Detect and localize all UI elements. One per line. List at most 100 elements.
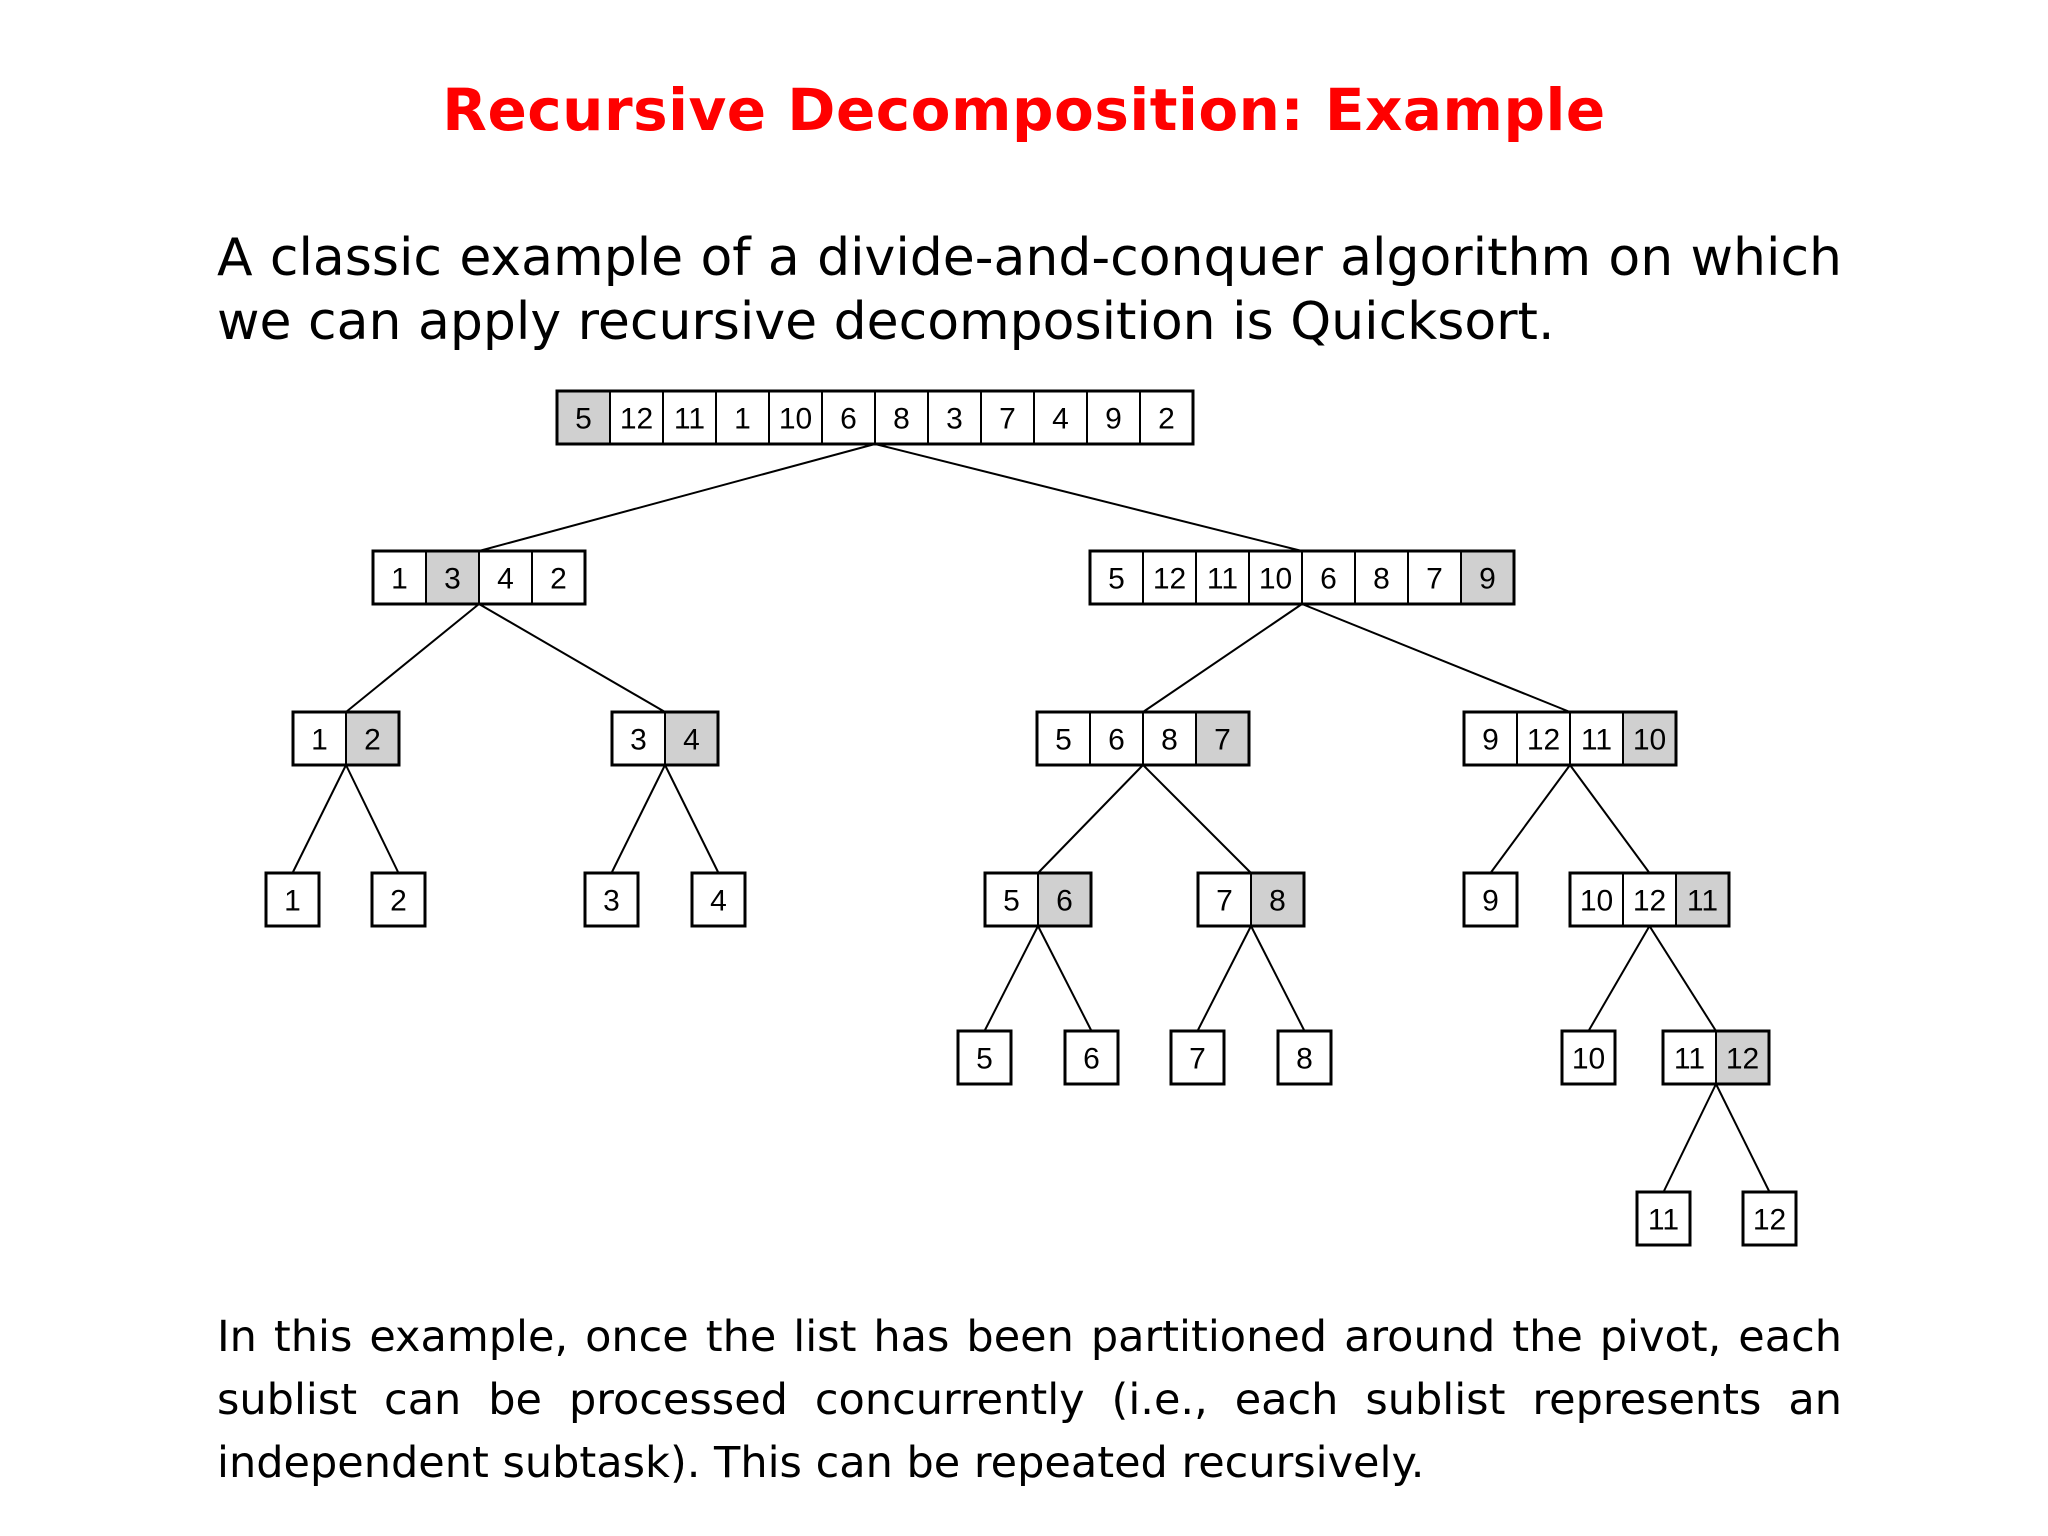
node-outline — [371, 549, 587, 606]
cell-value: 10 — [1633, 724, 1666, 757]
tree-node-RRR: 10 12 11 — [1568, 871, 1731, 928]
node-outline — [983, 871, 1093, 928]
node-outline — [690, 871, 747, 928]
tree-node-LR2: 4 — [690, 871, 747, 928]
array-cell — [1463, 872, 1518, 927]
cell-value: 10 — [1572, 1043, 1605, 1076]
node-outline — [1462, 871, 1519, 928]
outro-paragraph: In this example, once the list has been … — [217, 1312, 1842, 1488]
tree-edge-RLL-RLL1 — [983, 925, 1039, 1032]
cell-value: 2 — [390, 885, 407, 918]
array-cell — [1033, 390, 1088, 445]
tree-edges — [291, 443, 1771, 1193]
cell-value: 4 — [683, 724, 700, 757]
tree-edge-RLR-RLR2 — [1250, 925, 1306, 1032]
cell-value: 1 — [311, 724, 328, 757]
cell-value: 11 — [1581, 724, 1612, 757]
cell-value: 2 — [364, 724, 381, 757]
cell-value: 8 — [1161, 724, 1178, 757]
tree-node-RLR2: 8 — [1276, 1029, 1333, 1086]
cell-value: 6 — [1320, 563, 1337, 596]
array-cell — [821, 390, 876, 445]
node-outline — [264, 871, 321, 928]
cell-value: 12 — [620, 403, 653, 436]
array-cell — [1516, 711, 1571, 766]
tree-edge-LL-LL1 — [291, 764, 347, 874]
cell-value: 6 — [1108, 724, 1125, 757]
array-cell — [1354, 550, 1409, 605]
node-outline — [1035, 710, 1251, 767]
cell-value: 11 — [1674, 1043, 1705, 1076]
cell-value: 11 — [1687, 885, 1718, 918]
cell-value: 1 — [734, 403, 751, 436]
cell-value: 10 — [779, 403, 812, 436]
cell-value: 12 — [1153, 563, 1186, 596]
slide-title: Recursive Decomposition: Example — [442, 76, 1606, 144]
tree-node-RLR1: 7 — [1169, 1029, 1226, 1086]
node-outline — [1462, 710, 1678, 767]
tree-edge-RRR-RRR1 — [1587, 925, 1651, 1032]
tree-node-LL1: 1 — [264, 871, 321, 928]
cell-value: 3 — [444, 563, 461, 596]
cell-value: 5 — [575, 403, 592, 436]
tree-edge-RRR2-RRR21 — [1662, 1083, 1717, 1193]
cell-value: 7 — [1216, 885, 1233, 918]
node-outline — [1560, 1029, 1617, 1086]
array-cell — [662, 390, 717, 445]
node-outline — [583, 871, 640, 928]
tree-node-RLL1: 5 — [956, 1029, 1013, 1086]
node-outline — [1741, 1190, 1798, 1247]
pivot-cell — [1250, 872, 1305, 927]
array-cell — [478, 550, 533, 605]
node-outline — [956, 1029, 1013, 1086]
cell-value: 5 — [1003, 885, 1020, 918]
tree-edge-RLR-RLR1 — [1196, 925, 1252, 1032]
cell-value: 5 — [976, 1043, 993, 1076]
array-cell — [1742, 1191, 1797, 1246]
cell-value: 3 — [630, 724, 647, 757]
array-cell — [1086, 390, 1141, 445]
tree-edge-LL-LL2 — [345, 764, 400, 874]
cell-value: 6 — [1083, 1043, 1100, 1076]
cell-value: 7 — [1189, 1043, 1206, 1076]
node-outline — [1063, 1029, 1120, 1086]
pivot-cell — [1622, 711, 1677, 766]
cell-value: 4 — [710, 885, 727, 918]
cell-value: 6 — [1056, 885, 1073, 918]
cell-value: 8 — [1269, 885, 1286, 918]
node-outline — [1276, 1029, 1333, 1086]
cell-value: 12 — [1633, 885, 1666, 918]
tree-edge-LR-LR1 — [610, 764, 666, 874]
cell-value: 11 — [674, 403, 705, 436]
cell-value: 4 — [497, 563, 514, 596]
tree-node-RRR21: 11 — [1635, 1190, 1692, 1247]
cell-value: 7 — [1426, 563, 1443, 596]
cell-value: 10 — [1580, 885, 1613, 918]
node-outline — [1568, 871, 1731, 928]
tree-node-RLL2: 6 — [1063, 1029, 1120, 1086]
cell-value: 8 — [1296, 1043, 1313, 1076]
array-cell — [980, 390, 1035, 445]
cell-value: 9 — [1482, 724, 1499, 757]
cell-value: 1 — [391, 563, 408, 596]
tree-edge-RRR2-RRR22 — [1715, 1083, 1771, 1193]
cell-value: 12 — [1726, 1043, 1759, 1076]
array-cell — [1197, 872, 1252, 927]
cell-value: 5 — [1108, 563, 1125, 596]
array-cell — [1142, 711, 1197, 766]
tree-edge-RL-RLR — [1142, 764, 1252, 874]
cell-value: 5 — [1055, 724, 1072, 757]
node-outline — [1635, 1190, 1692, 1247]
cell-value: 3 — [946, 403, 963, 436]
tree-edge-RLL-RLL2 — [1037, 925, 1093, 1032]
cell-value: 3 — [603, 885, 620, 918]
cell-value: 11 — [1648, 1204, 1679, 1237]
tree-edge-root-R — [874, 443, 1303, 552]
